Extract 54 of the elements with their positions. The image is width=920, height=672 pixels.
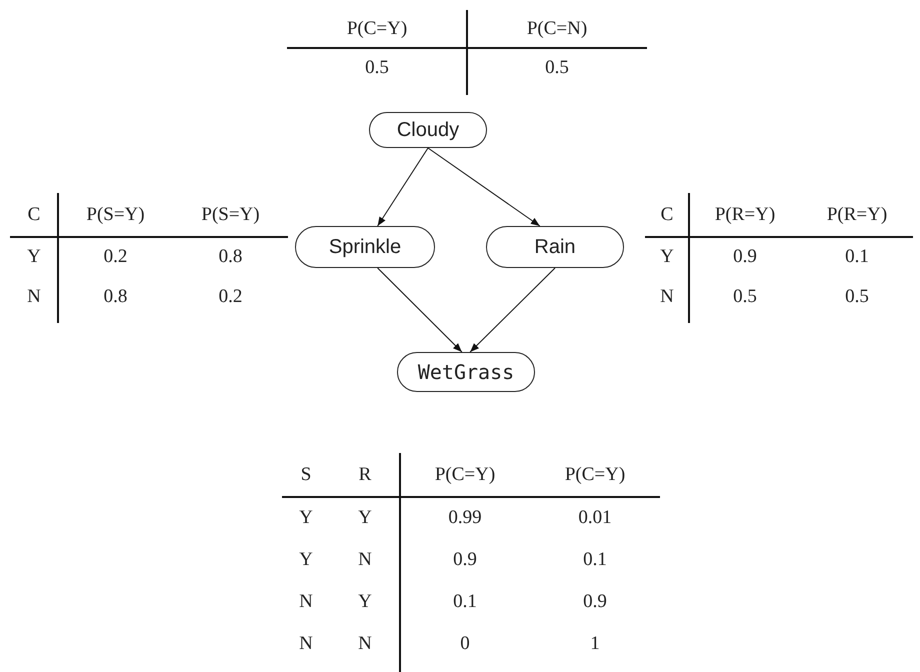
column-header: R: [358, 464, 372, 486]
probability-value: 0.9: [453, 549, 477, 571]
probability-value: 0.2: [104, 246, 128, 268]
variable-node: [295, 226, 435, 268]
column-header: S: [300, 464, 312, 486]
node-label: Sprinkle: [328, 236, 402, 258]
column-header: P(C=Y): [564, 464, 626, 486]
state-label: Y: [27, 246, 41, 268]
probability-value: 0.5: [545, 57, 569, 79]
column-header: P(C=Y): [346, 18, 408, 40]
column-header: P(R=Y): [714, 204, 776, 226]
arrow: [377, 268, 462, 352]
column-header: C: [28, 204, 40, 226]
probability-value: 0.8: [104, 286, 128, 308]
arrow: [377, 148, 428, 226]
probability-value: 0: [460, 633, 470, 655]
state-label: Y: [660, 246, 674, 268]
state-label: Y: [358, 591, 372, 613]
probability-value: 0.1: [845, 246, 869, 268]
variable-node: [369, 112, 487, 148]
probability-value: 0.1: [583, 549, 607, 571]
node-label: Cloudy: [396, 118, 460, 142]
arrow: [470, 268, 556, 352]
node-label: WetGrass: [418, 360, 514, 384]
probability-value: 0.9: [733, 246, 757, 268]
state-label: N: [358, 633, 372, 655]
probability-value: 0.9: [583, 591, 607, 613]
probability-value: 0.5: [733, 286, 757, 308]
state-label: N: [358, 549, 372, 571]
probability-value: 0.1: [453, 591, 477, 613]
state-label: Y: [358, 507, 372, 529]
variable-node: [397, 352, 535, 392]
state-label: Y: [299, 507, 313, 529]
state-label: N: [299, 591, 313, 613]
column-header: C: [660, 204, 674, 226]
column-header: P(C=N): [526, 18, 588, 40]
probability-value: 0.01: [578, 507, 612, 529]
column-header: P(S=Y): [201, 204, 260, 226]
probability-value: 0.2: [218, 286, 242, 308]
probability-value: 0.99: [448, 507, 482, 529]
probability-value: 1: [590, 633, 600, 655]
node-label: Rain: [534, 236, 576, 258]
column-header: P(R=Y): [826, 204, 888, 226]
probability-value: 0.8: [218, 246, 242, 268]
column-header: P(C=Y): [434, 464, 496, 486]
variable-node: [486, 226, 624, 268]
column-header: P(S=Y): [86, 204, 145, 226]
arrow: [428, 148, 540, 226]
state-label: 0.5: [365, 57, 389, 79]
probability-value: 0.5: [845, 286, 869, 308]
state-label: N: [299, 633, 313, 655]
state-label: N: [27, 286, 41, 308]
state-label: Y: [299, 549, 313, 571]
state-label: N: [660, 286, 674, 308]
